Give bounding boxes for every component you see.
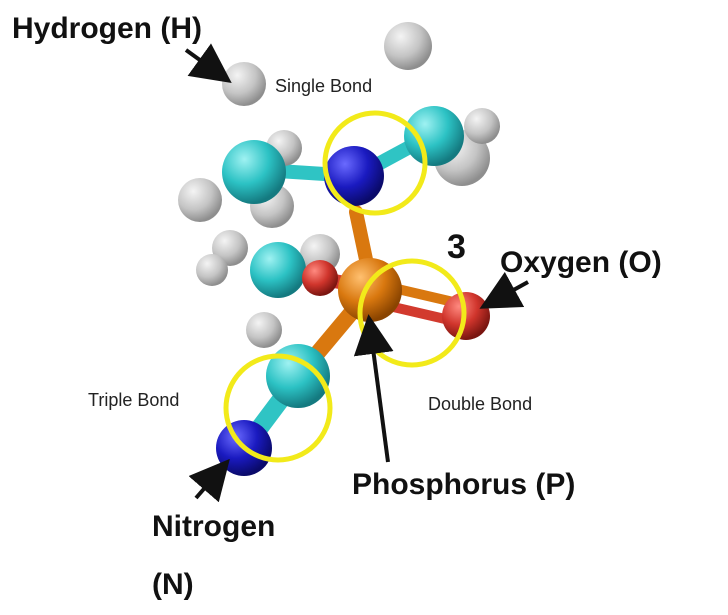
hydrogen-atom	[196, 254, 228, 286]
bond-highlights	[223, 110, 467, 463]
single-bond-highlight	[322, 110, 428, 216]
oxygen-atom	[302, 260, 338, 296]
oxygen-arrow	[479, 271, 529, 309]
carbon-atom	[266, 344, 330, 408]
hydrogen-atom	[246, 312, 282, 348]
nitrogen-atom	[324, 146, 384, 206]
phosphorus-atom	[338, 258, 402, 322]
hydrogen-atom	[464, 108, 500, 144]
double-bond-label: Double Bond	[428, 394, 533, 414]
hydrogen-label: Hydrogen (H)	[12, 12, 202, 45]
triple-bond-label: Triple Bond	[88, 390, 180, 410]
carbon-atom	[404, 106, 464, 166]
hydrogen-atom	[178, 178, 222, 222]
atoms	[178, 22, 500, 476]
carbon-atom	[222, 140, 286, 204]
carbon-atom	[250, 242, 306, 298]
phosphorus-arrow	[353, 314, 394, 463]
pointer-arrows	[184, 43, 529, 503]
triple-bond-highlight	[223, 353, 333, 463]
nitrogen-arrow	[188, 458, 230, 503]
phosphorus-label: Phosphorus (P)	[352, 468, 576, 501]
hydrogen-atom	[384, 22, 432, 70]
double-bond-highlight	[357, 258, 467, 368]
nitrogen-label: Nitrogen	[152, 510, 276, 543]
hydrogen-arrow	[184, 43, 232, 84]
oxygen-label: Oxygen (O)	[500, 246, 662, 279]
single-bond-label: Single Bond	[275, 76, 373, 96]
nitrogen-symbol-label: (N)	[152, 568, 194, 601]
hydrogen-atom	[222, 62, 266, 106]
number-label: 3	[447, 228, 466, 266]
